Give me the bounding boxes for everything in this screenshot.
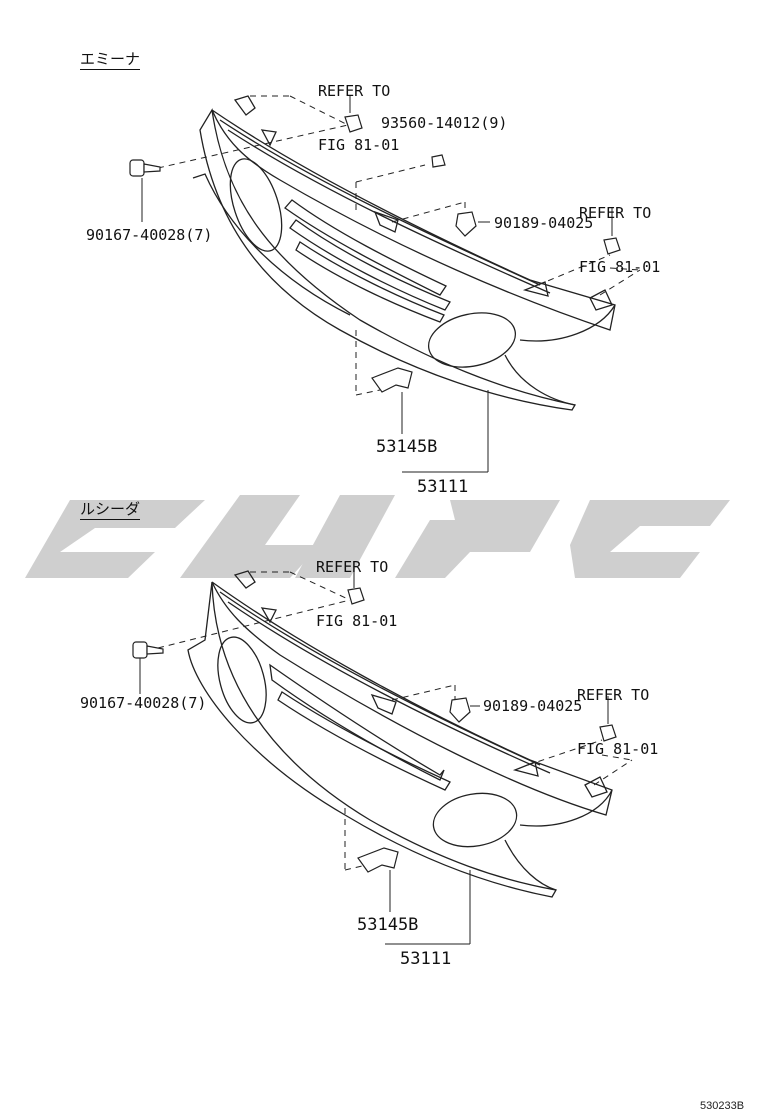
part-number-screw-upper: 90167-40028(7) (86, 226, 213, 244)
part-number-retainer-lower: 90189-04025 (483, 697, 583, 715)
refer-label-lower-top: REFER TO FIG 81-01 (316, 558, 398, 630)
grille-lower-outline (187, 581, 558, 898)
illustration-code: 530233B (700, 1100, 745, 1112)
watermark-logo (25, 495, 730, 578)
variant-label-upper: エミーナ (80, 50, 141, 70)
fasteners-upper (129, 114, 621, 393)
fasteners-lower (132, 587, 617, 873)
refer-label-lower-right: REFER TO FIG 81-01 (577, 686, 659, 758)
part-number-retainer-upper: 90189-04025 (494, 214, 594, 232)
part-number-clip: 93560-14012(9) (381, 114, 508, 132)
bracket-icon (357, 847, 399, 873)
clip-icon (347, 587, 365, 605)
grille-lower-right-opening (432, 792, 518, 848)
part-number-bracket-lower: 53145B (357, 915, 419, 935)
part-number-grille-lower: 53111 (400, 949, 452, 969)
part-number-bracket-upper: 53145B (376, 437, 438, 457)
retainer-icon (449, 697, 471, 723)
grille-lower (187, 570, 613, 898)
grille-upper-outline (199, 108, 577, 411)
nut-icon (431, 154, 446, 168)
grille-lower-top-edge (211, 581, 613, 816)
grille-lower-left-opening (217, 636, 267, 724)
refer-label-upper-right: REFER TO FIG 81-01 (579, 204, 661, 276)
variant-label-lower: ルシーダ (80, 500, 141, 520)
refer-label-upper-top: REFER TO FIG 81-01 (318, 82, 400, 154)
grille-upper (192, 95, 616, 411)
leaders-upper (157, 95, 641, 396)
part-number-screw-lower: 90167-40028(7) (80, 694, 207, 712)
grille-upper-left-opening (229, 158, 283, 252)
callout-lines-upper (141, 96, 613, 473)
part-number-grille-upper: 53111 (417, 477, 469, 497)
leaders-lower (157, 571, 633, 871)
clip-icon (344, 114, 363, 133)
clip-icon (599, 724, 617, 742)
grille-upper-right-opening (427, 312, 517, 368)
retainer-icon (455, 211, 477, 237)
callout-lines-lower (139, 570, 609, 945)
clip-icon (603, 237, 621, 255)
screw-icon (129, 159, 161, 177)
screw-icon (132, 641, 164, 659)
bracket-icon (371, 367, 413, 393)
